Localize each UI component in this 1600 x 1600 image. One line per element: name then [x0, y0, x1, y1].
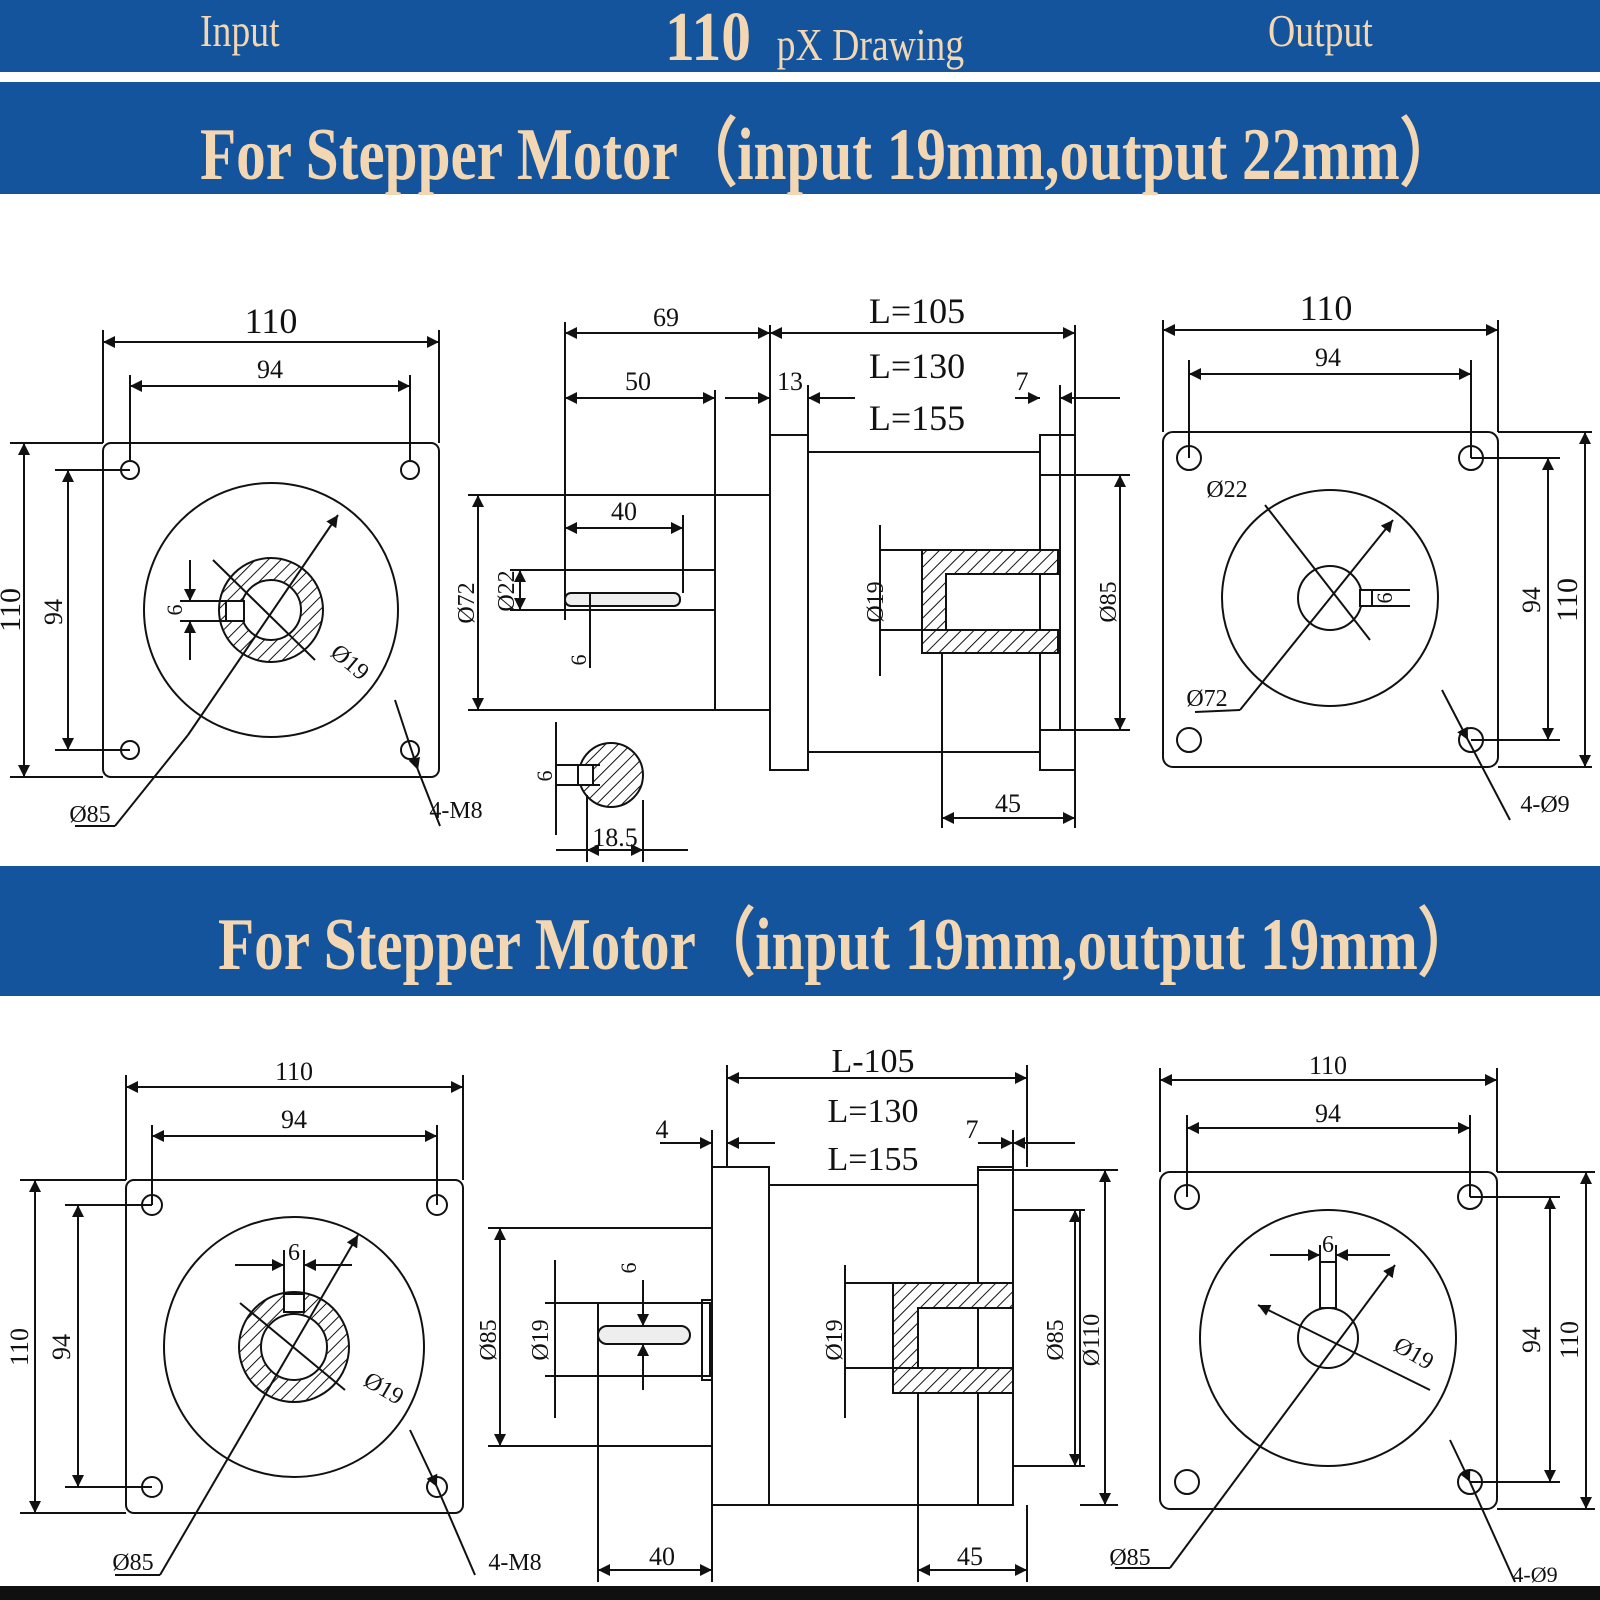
d1-out-d22: Ø22 — [1206, 477, 1247, 503]
d2-out-height: 110 — [1555, 1321, 1584, 1359]
model-title: 110 pX Drawing — [665, 0, 985, 78]
d2-out-holes: 4-Ø9 — [1512, 1562, 1557, 1587]
d2-in-holes: 4-M8 — [488, 1550, 541, 1576]
d1-side-d72: Ø72 — [454, 582, 480, 623]
section-band-2: For Stepper Motor（input 19mm,output 19mm… — [0, 866, 1600, 996]
d2-L3: L=155 — [828, 1141, 919, 1178]
section-title-1: For Stepper Motor（input 19mm,output 22mm… — [200, 114, 1460, 196]
d1-side-key: 6 — [566, 655, 591, 666]
d2-side-45: 45 — [957, 1542, 983, 1571]
d1-sec-185: 18.5 — [592, 823, 638, 852]
d1-labels: 110 94 110 94 6 Ø19 Ø85 4-M8 69 50 40 13… — [0, 288, 1584, 852]
d1-out-bolt: 94 — [1315, 343, 1341, 372]
d2-side-view — [488, 1065, 1118, 1582]
separator — [0, 72, 1600, 82]
d1-side-view — [468, 322, 1130, 828]
d2-side-d85l: Ø85 — [476, 1319, 502, 1360]
d1-side-69: 69 — [653, 303, 679, 332]
d1-in-key: 6 — [162, 605, 187, 616]
d2-in-bolt: 94 — [281, 1105, 307, 1134]
d1-output-flange-view — [1162, 320, 1592, 821]
d2-input-flange-view — [20, 1075, 476, 1576]
d2-in-bolt-v: 94 — [47, 1334, 76, 1360]
d1-side-45: 45 — [995, 789, 1021, 818]
d1-shaft-section — [555, 722, 688, 862]
d1-in-pilot: Ø85 — [69, 802, 110, 828]
d2-out-bolt: 94 — [1315, 1099, 1341, 1128]
section-title-2: For Stepper Motor（input 19mm,output 19mm… — [218, 904, 1478, 986]
d2-side-d85: Ø85 — [1043, 1319, 1069, 1360]
d1-out-bolt-v: 94 — [1517, 587, 1546, 613]
d1-side-7: 7 — [1016, 367, 1029, 396]
d1-side-d19: Ø19 — [863, 581, 889, 622]
d2-in-height: 110 — [5, 1328, 34, 1366]
d1-side-d85: Ø85 — [1096, 581, 1122, 622]
d1-out-width: 110 — [1300, 288, 1353, 328]
d1-in-width: 110 — [245, 301, 298, 341]
d2-in-key: 6 — [288, 1240, 300, 1266]
d2-out-bolt-v: 94 — [1517, 1327, 1546, 1353]
d2-out-width: 110 — [1309, 1051, 1347, 1080]
d1-in-height: 110 — [0, 588, 27, 632]
d1-in-bore: Ø19 — [325, 639, 373, 685]
d2-side-d19: Ø19 — [822, 1319, 848, 1360]
d1-in-holes: 4-M8 — [429, 798, 482, 824]
output-label: Output — [1268, 5, 1373, 56]
d1-sec-key: 6 — [532, 771, 557, 782]
section-band-1: For Stepper Motor（input 19mm,output 22mm… — [0, 82, 1600, 196]
d2-side-4: 4 — [656, 1115, 669, 1144]
d2-out-pilot: Ø85 — [1109, 1545, 1150, 1571]
d1-out-height: 110 — [1551, 578, 1584, 622]
d2-side-7: 7 — [966, 1115, 979, 1144]
d2-out-key: 6 — [1322, 1232, 1334, 1258]
d1-out-holes: 4-Ø9 — [1520, 792, 1569, 818]
d2-in-width: 110 — [275, 1057, 313, 1086]
d1-L1: L=105 — [869, 291, 965, 331]
d1-in-bolt: 94 — [257, 355, 283, 384]
d2-in-pilot: Ø85 — [112, 1550, 153, 1576]
d1-input-flange-view — [10, 330, 441, 827]
d2-side-d19l: Ø19 — [528, 1319, 554, 1360]
d2-L2: L=130 — [828, 1093, 919, 1130]
d2-side-d110: Ø110 — [1079, 1314, 1105, 1366]
d1-L3: L=155 — [869, 398, 965, 438]
bottom-bar — [0, 1586, 1600, 1600]
d2-output-flange-view — [1115, 1068, 1595, 1583]
model-number: 110 — [665, 0, 751, 76]
input-label: Input — [200, 5, 280, 56]
d1-side-d22: Ø22 — [494, 570, 520, 611]
model-suffix: pX Drawing — [776, 19, 965, 70]
d1-L2: L=130 — [869, 346, 965, 386]
d2-side-40: 40 — [649, 1542, 675, 1571]
d2-in-bore: Ø19 — [359, 1367, 408, 1410]
d1-in-bolt-v: 94 — [39, 599, 68, 625]
d1-out-key: 6 — [1372, 593, 1397, 604]
d1-out-d72: Ø72 — [1186, 686, 1227, 712]
d1-side-50: 50 — [625, 367, 651, 396]
d1-side-40: 40 — [611, 497, 637, 526]
d2-side-key: 6 — [616, 1263, 641, 1274]
d2-labels: 110 94 6 110 94 Ø19 Ø85 4-M8 4 L-105 L=1… — [5, 1043, 1584, 1587]
d2-out-bore: Ø19 — [1389, 1332, 1438, 1375]
d1-side-13: 13 — [777, 367, 803, 396]
header-band: Input 110 pX Drawing Output — [0, 0, 1600, 76]
d2-L1: L-105 — [831, 1043, 914, 1080]
